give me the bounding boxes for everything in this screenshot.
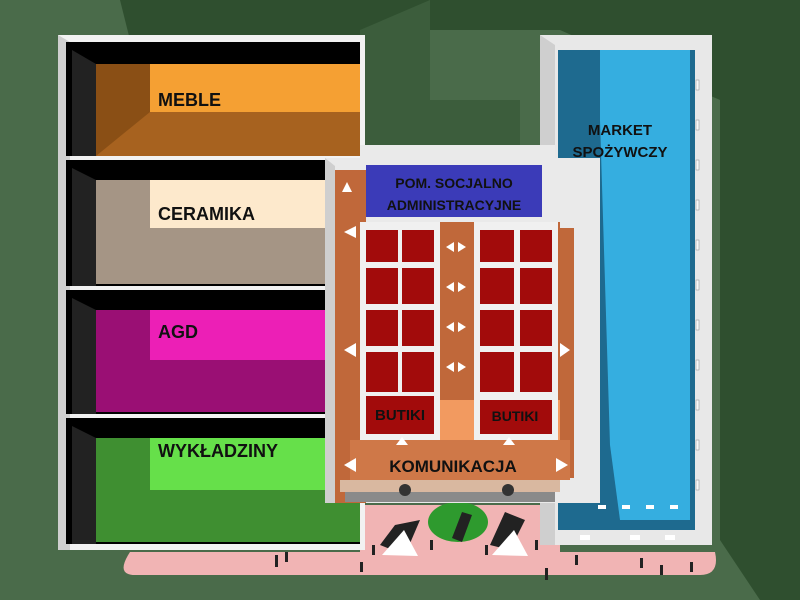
butik-block-left: [360, 222, 440, 440]
street-lamp-icon: [452, 512, 472, 542]
label-market-line1: MARKET: [588, 122, 652, 139]
label-ceramika: CERAMIKA: [158, 204, 255, 224]
label-komunikacja: KOMUNIKACJA: [389, 457, 517, 476]
label-wykladziny: WYKŁADZINY: [158, 441, 278, 461]
zone-ceramika: [66, 160, 360, 286]
tree-icon: [428, 502, 488, 542]
left-building: [58, 35, 365, 550]
zone-meble: [66, 42, 360, 156]
label-butiki-right: BUTIKI: [492, 408, 539, 424]
label-social-line1: POM. SOCJALNO: [395, 175, 513, 191]
street-lamp-icon: [380, 520, 420, 556]
entrance-door-icon: [399, 484, 411, 496]
label-meble: MEBLE: [158, 90, 221, 110]
street-lamp-icon: [490, 512, 528, 556]
zone-wykladziny: [66, 418, 360, 544]
label-market-line2: SPOŻYWCZY: [572, 144, 667, 161]
people-icons: [275, 540, 693, 580]
butik-block-right: [474, 222, 558, 440]
label-agd: AGD: [158, 322, 198, 342]
entrance-plaza: [123, 502, 717, 580]
windows: [695, 79, 700, 491]
entrance-door-icon: [502, 484, 514, 496]
label-social-line2: ADMINISTRACYJNE: [387, 197, 522, 213]
ground-shadows: [120, 0, 800, 600]
label-butiki-left: BUTIKI: [375, 407, 425, 424]
checkout-markers: [580, 505, 678, 540]
white-triangle-arrow-icon: [342, 182, 570, 472]
zone-agd: [66, 290, 360, 414]
zone-social-admin: [366, 165, 542, 217]
central-building: [325, 145, 600, 503]
